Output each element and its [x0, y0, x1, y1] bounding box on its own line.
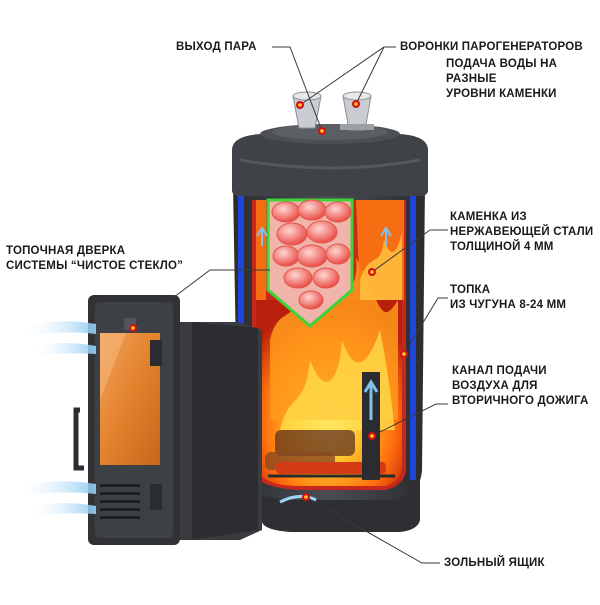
stone-box — [266, 198, 354, 328]
label-firebox: ТОПКА ИЗ ЧУГУНА 8-24 ММ — [450, 283, 566, 313]
label-firebox-line-1: ТОПКА — [450, 284, 491, 296]
label-stone-box-line-2: НЕРЖАВЕЮЩЕЙ СТАЛИ — [450, 226, 594, 238]
leader-firebox — [403, 297, 448, 355]
label-steam-funnels: ВОРОНКИ ПАРОГЕНЕРАТОРОВ — [400, 40, 583, 55]
label-steam-outlet-line-1: ВЫХОД ПАРА — [176, 41, 257, 53]
marker-air-channel — [368, 432, 376, 440]
label-ash-box: ЗОЛЬНЫЙ ЯЩИК — [444, 556, 545, 571]
marker-firebox — [400, 350, 408, 358]
marker-funnel-2 — [352, 100, 360, 108]
leader-lines — [132, 46, 448, 564]
label-air-channel-line-3: ВТОРИЧНОГО ДОЖИГА — [452, 395, 589, 407]
leader-steam-outlet — [272, 46, 323, 132]
air-arrows — [256, 226, 392, 246]
label-air-channel: КАНАЛ ПОДАЧИ ВОЗДУХА ДЛЯ ВТОРИЧНОГО ДОЖИ… — [452, 364, 588, 409]
stove-top — [232, 124, 428, 196]
marker-firebox-door — [129, 324, 137, 332]
air-channel — [362, 372, 380, 480]
marker-stone-box — [368, 268, 376, 276]
steam-funnels — [292, 91, 374, 131]
label-water-supply-line-1: ПОДАЧА ВОДЫ НА — [446, 58, 558, 70]
leader-ash-box — [305, 496, 440, 564]
label-steam-funnels-line-1: ВОРОНКИ ПАРОГЕНЕРАТОРОВ — [400, 41, 583, 53]
label-firebox-door-line-2: СИСТЕМЫ “ЧИСТОЕ СТЕКЛО” — [6, 260, 184, 272]
leader-steam-funnel-2 — [355, 46, 385, 105]
marker-funnel-1 — [296, 101, 304, 109]
air-flow — [22, 321, 317, 516]
leader-stone-box — [371, 229, 448, 273]
marker-steam-outlet — [318, 127, 326, 135]
label-water-supply: ПОДАЧА ВОДЫ НА РАЗНЫЕ УРОВНИ КАМЕНКИ — [446, 57, 557, 102]
firebox-door — [73, 295, 262, 545]
marker-ash-box — [302, 493, 310, 501]
leader-air-channel — [371, 403, 448, 437]
label-water-supply-line-2: РАЗНЫЕ — [446, 73, 497, 85]
label-stone-box-line-1: КАМЕНКА ИЗ — [450, 211, 527, 223]
label-firebox-door: ТОПОЧНАЯ ДВЕРКА СИСТЕМЫ “ЧИСТОЕ СТЕКЛО” — [6, 244, 183, 274]
label-firebox-door-line-1: ТОПОЧНАЯ ДВЕРКА — [6, 245, 126, 257]
label-water-supply-line-3: УРОВНИ КАМЕНКИ — [446, 88, 557, 100]
steel-shell-right — [410, 190, 416, 480]
label-air-channel-line-1: КАНАЛ ПОДАЧИ — [452, 365, 547, 377]
label-stone-box: КАМЕНКА ИЗ НЕРЖАВЕЮЩЕЙ СТАЛИ ТОЛЩИНОЙ 4 … — [450, 210, 593, 255]
leader-firebox-door — [132, 269, 270, 329]
label-ash-box-line-1: ЗОЛЬНЫЙ ЯЩИК — [444, 557, 545, 569]
label-air-channel-line-2: ВОЗДУХА ДЛЯ — [452, 380, 538, 392]
label-firebox-line-2: ИЗ ЧУГУНА 8-24 ММ — [450, 299, 567, 311]
leader-markers — [129, 100, 408, 501]
label-steam-outlet: ВЫХОД ПАРА — [176, 40, 257, 55]
label-stone-box-line-3: ТОЛЩИНОЙ 4 ММ — [450, 241, 554, 253]
